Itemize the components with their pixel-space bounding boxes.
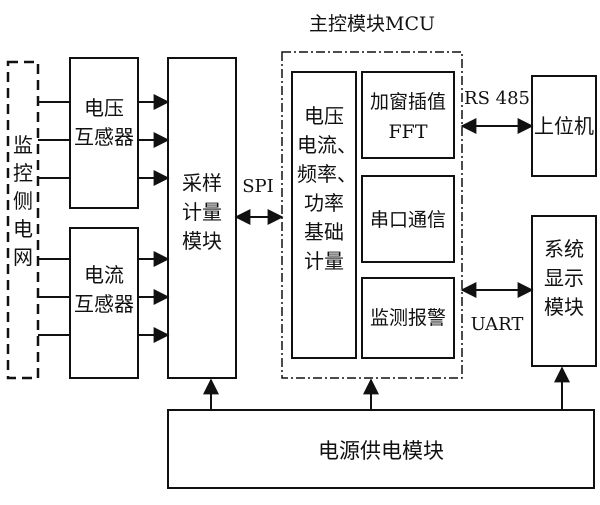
power-arrows [203,366,570,410]
current-transformer-line1: 电流 [84,263,124,287]
basic-metering-box [291,71,357,359]
basic-metering-line4: 功率 [304,191,344,215]
alarm-label: 监测报警 [370,307,446,329]
fft-line1: 加窗插值 [370,91,446,113]
voltage-transformer-line1: 电压 [84,96,124,120]
power-module-label: 电源供电模块 [318,439,444,463]
fft-box [361,71,455,159]
basic-metering-line6: 计量 [304,249,344,273]
uart-label: UART [471,314,524,335]
voltage-transformer-line2: 互感器 [74,125,134,149]
grid-label: 监 控 侧 电 网 [13,133,33,269]
upper-computer-label: 上位机 [534,114,594,138]
sampling-module-line1: 采样 [182,171,222,195]
mcu-boundary [281,51,463,379]
serial-box [361,175,455,263]
grid-label-char: 控 [13,161,33,185]
serial-label: 串口通信 [370,209,446,231]
mcu-title: 主控模块MCU [309,13,435,35]
current-transformer-line2: 互感器 [74,292,134,316]
fft-line2: FFT [388,121,427,143]
basic-metering-line2: 电流、 [297,133,357,157]
grid-label-char: 监 [13,133,33,157]
voltage-transformer-box [69,57,139,209]
upper-computer-box [531,75,597,177]
rs485-label: RS 485 [464,88,530,109]
grid-box [6,60,40,380]
sampling-module-line2: 计量 [182,200,222,224]
basic-metering-line1: 电压 [304,104,344,128]
display-module-line2: 显示 [544,266,584,290]
grid-label-char: 电 [13,217,33,241]
basic-metering-line5: 基础 [304,220,344,244]
current-transformer-box [69,227,139,379]
sampling-module-line3: 模块 [182,229,222,253]
grid-connections [38,101,70,336]
basic-metering-line3: 频率、 [297,162,357,186]
power-module-box [167,409,595,489]
transformer-to-sampling-arrows [138,94,170,343]
display-module-box [531,215,597,367]
alarm-box [361,277,455,359]
display-module-line3: 模块 [544,295,584,319]
grid-label-char: 网 [13,245,33,269]
grid-label-char: 侧 [13,189,33,213]
display-module-line1: 系统 [544,237,584,261]
spi-label: SPI [242,176,274,197]
